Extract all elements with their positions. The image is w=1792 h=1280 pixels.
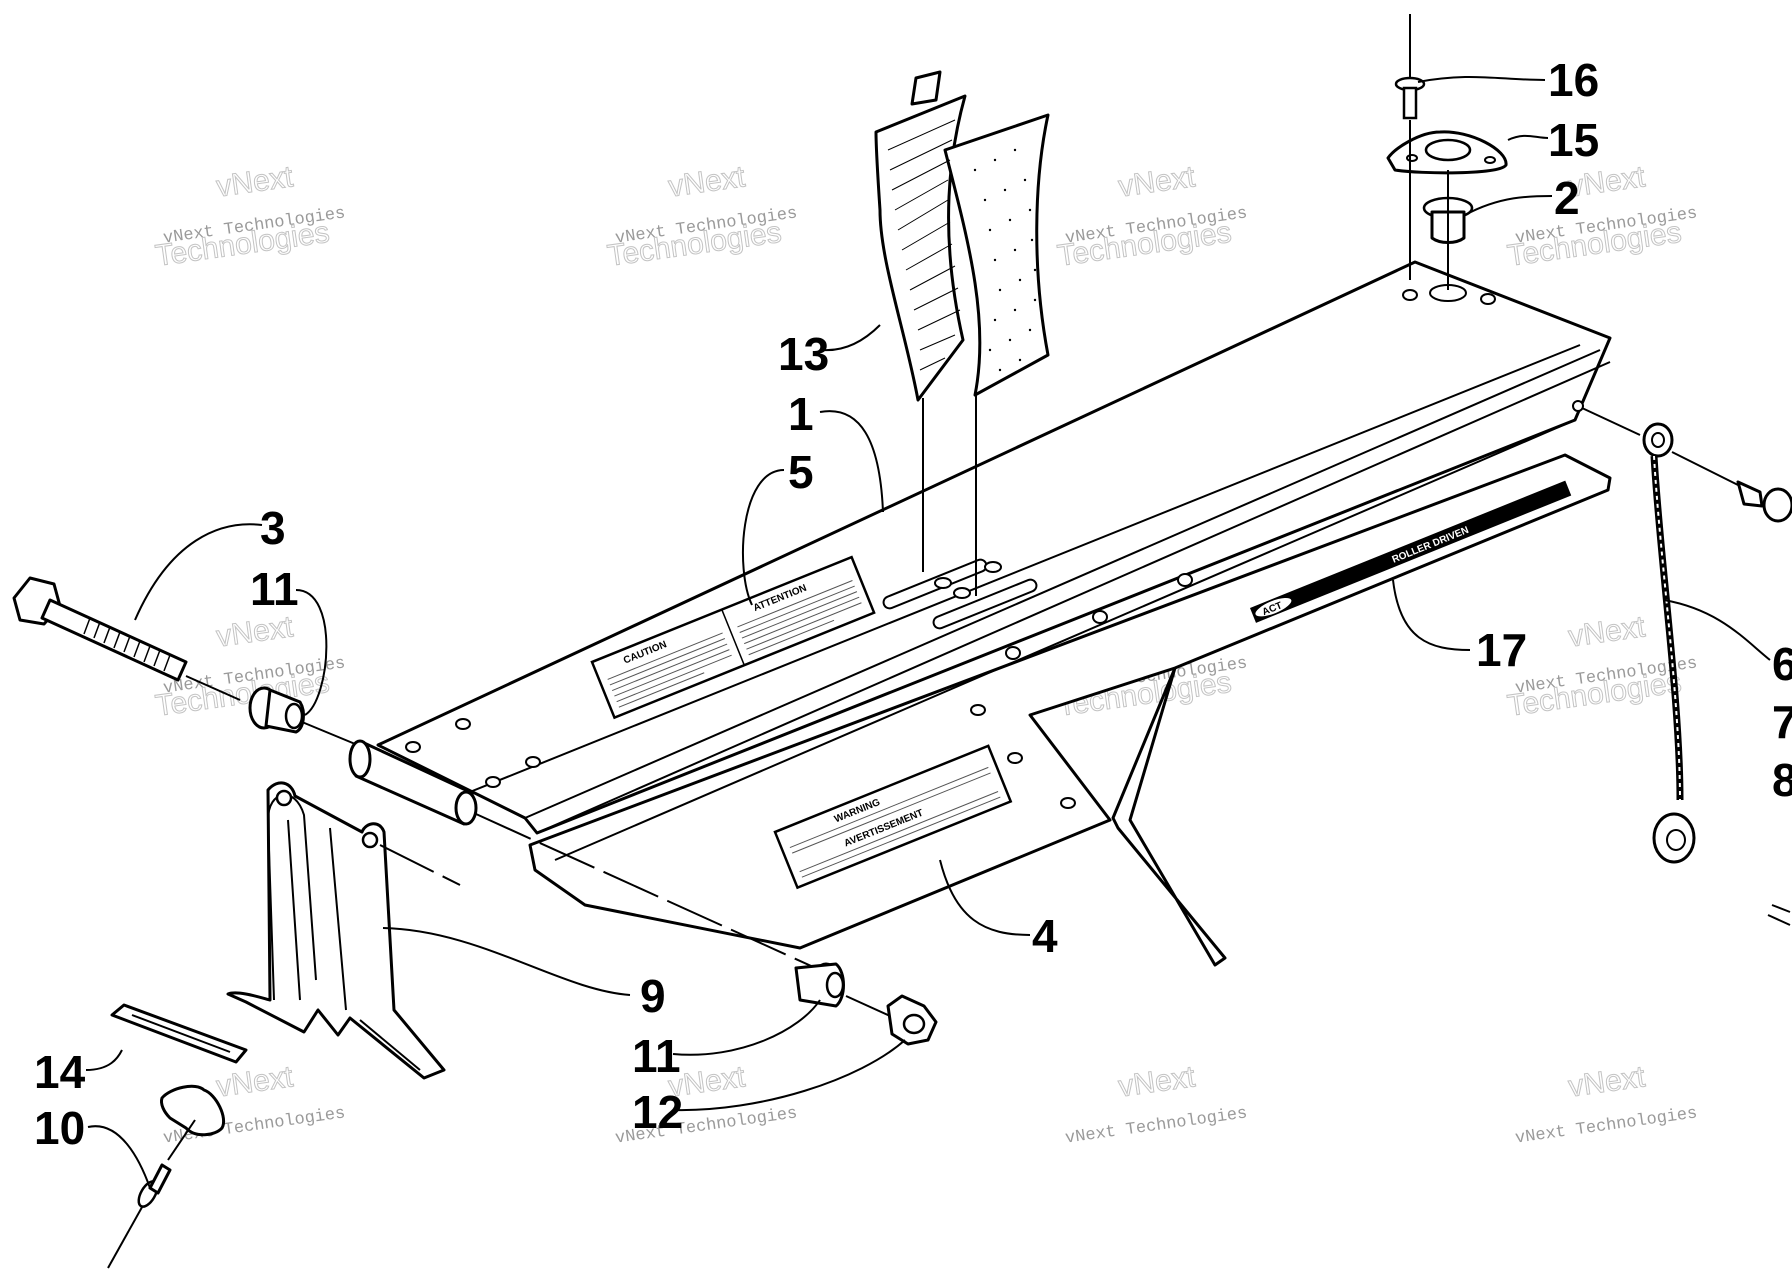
callout-3: 3 <box>260 502 286 554</box>
svg-text:vNext: vNext <box>1116 1060 1197 1103</box>
svg-text:vNext Technologies: vNext Technologies <box>1514 1104 1698 1148</box>
bushing-11-right <box>794 962 891 1017</box>
callout-7: 7 <box>1772 696 1792 748</box>
callout-14: 14 <box>34 1046 86 1098</box>
callout-8: 8 <box>1772 754 1792 806</box>
watermark: vNext vNext Technologies Technologies <box>1505 160 1699 274</box>
callout-16: 16 <box>1548 54 1599 106</box>
svg-text:vNext: vNext <box>1116 160 1197 203</box>
bolt-3 <box>12 576 241 701</box>
svg-text:vNext: vNext <box>214 160 295 203</box>
rivet-10 <box>107 1084 225 1269</box>
leader-lines <box>85 75 1771 1189</box>
svg-text:vNext: vNext <box>666 160 747 203</box>
rivet-16 <box>1394 14 1426 120</box>
svg-text:vNext: vNext <box>1566 610 1647 653</box>
callout-4: 4 <box>1032 910 1058 962</box>
watermark: vNext vNext Technologies <box>1064 1060 1248 1149</box>
callout-1: 1 <box>788 388 814 440</box>
bracket-9-body <box>226 781 446 1080</box>
watermark: vNext vNext Technologies Technologies <box>1055 160 1249 274</box>
nut-12 <box>886 994 938 1046</box>
decal-caution-attention: CAUTION ATTENTION <box>590 555 876 720</box>
callout-15: 15 <box>1548 114 1599 166</box>
plate-14 <box>110 1003 248 1064</box>
watermark: vNext vNext Technologies Technologies <box>605 160 799 274</box>
callout-10: 10 <box>34 1102 85 1154</box>
strap-6 <box>1581 407 1792 926</box>
foot-pad-rear <box>874 94 967 402</box>
svg-text:vNext: vNext <box>214 1060 295 1103</box>
callout-6: 6 <box>1772 638 1792 690</box>
bushing-11-left <box>248 686 361 747</box>
callout-12: 12 <box>632 1086 683 1138</box>
foot-pads <box>874 70 1050 596</box>
foot-pad-stem <box>910 70 942 106</box>
svg-text:vNext Technologies: vNext Technologies <box>1064 1104 1248 1148</box>
callout-17: 17 <box>1476 624 1527 676</box>
svg-text:vNext: vNext <box>1566 1060 1647 1103</box>
callout-9: 9 <box>640 970 666 1022</box>
callout-13: 13 <box>778 328 829 380</box>
svg-text:vNext: vNext <box>214 610 295 653</box>
roller-tube <box>348 739 821 971</box>
callout-5: 5 <box>788 446 814 498</box>
watermark: vNext vNext Technologies Technologies <box>153 160 347 274</box>
rail-fin <box>1111 666 1227 967</box>
callout-11-left: 11 <box>250 563 299 615</box>
watermark: vNext vNext Technologies <box>1514 1060 1698 1149</box>
bracket-9 <box>226 781 461 1080</box>
callout-11-right: 11 <box>632 1030 681 1082</box>
decal-warning: WARNING AVERTISSEMENT <box>773 744 1013 890</box>
bracket-15 <box>1386 130 1508 175</box>
foot-pad-front <box>943 113 1050 397</box>
callout-labels: 16 15 2 13 1 5 3 11 17 6 7 8 4 9 11 12 1… <box>34 54 1792 1154</box>
callout-2: 2 <box>1554 172 1580 224</box>
